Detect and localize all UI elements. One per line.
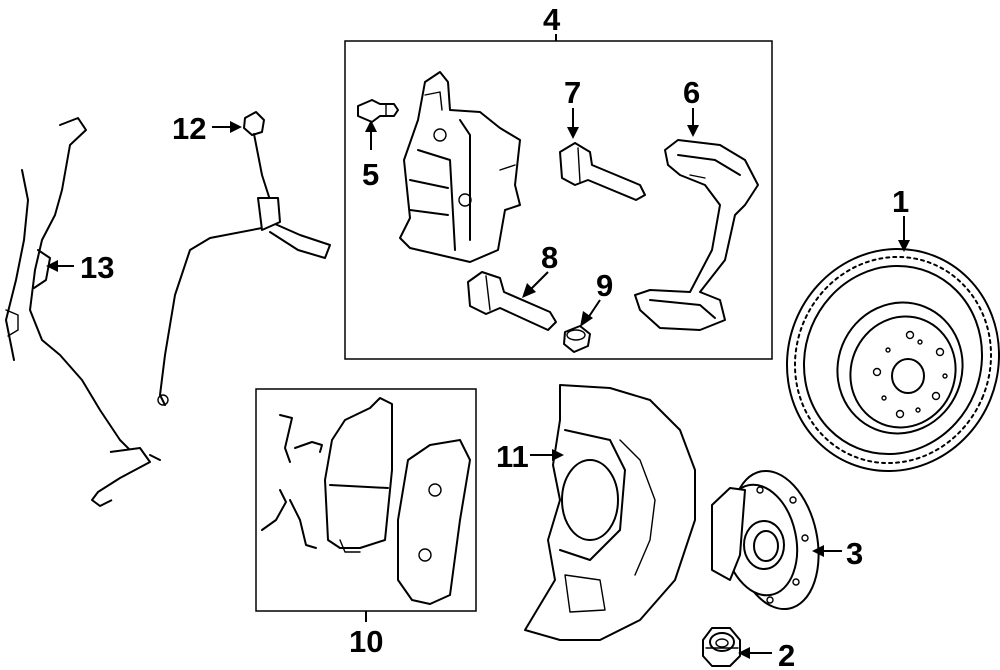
callout-9: 9 [596, 268, 613, 303]
abs-sensor-harness[interactable] [157, 111, 331, 406]
guide-pin-lower[interactable] [467, 271, 557, 331]
hub-nut[interactable] [702, 627, 741, 667]
callout-7: 7 [564, 75, 581, 110]
caliper-bracket[interactable] [634, 139, 759, 331]
dust-shield[interactable] [524, 384, 696, 641]
callout-10: 10 [349, 624, 383, 659]
bleeder-screw[interactable] [357, 99, 399, 123]
pad-clips[interactable] [261, 414, 323, 549]
wheel-hub[interactable] [711, 463, 831, 617]
pin-bushing[interactable] [563, 325, 591, 353]
brake-rotor[interactable] [754, 217, 1000, 503]
brake-pad-outer[interactable] [397, 439, 471, 605]
callout-6: 6 [683, 75, 700, 110]
speed-sensor-harness[interactable] [5, 117, 161, 507]
caliper-assembly-box [344, 40, 773, 360]
guide-pin-upper[interactable] [559, 142, 646, 201]
callout-13: 13 [80, 250, 114, 285]
callout-4: 4 [543, 2, 561, 37]
callout-5: 5 [362, 157, 379, 192]
caliper-body[interactable] [399, 71, 521, 263]
callout-12: 12 [172, 111, 206, 146]
leader-lines [46, 34, 910, 659]
callout-2: 2 [778, 638, 795, 670]
callout-3: 3 [846, 536, 863, 571]
callout-8: 8 [541, 240, 558, 275]
brake-pad-inner[interactable] [324, 397, 393, 553]
callout-11: 11 [496, 439, 529, 474]
callout-1: 1 [892, 184, 909, 219]
callout-labels: 1 2 3 4 5 6 7 8 9 10 11 12 13 [80, 2, 909, 670]
